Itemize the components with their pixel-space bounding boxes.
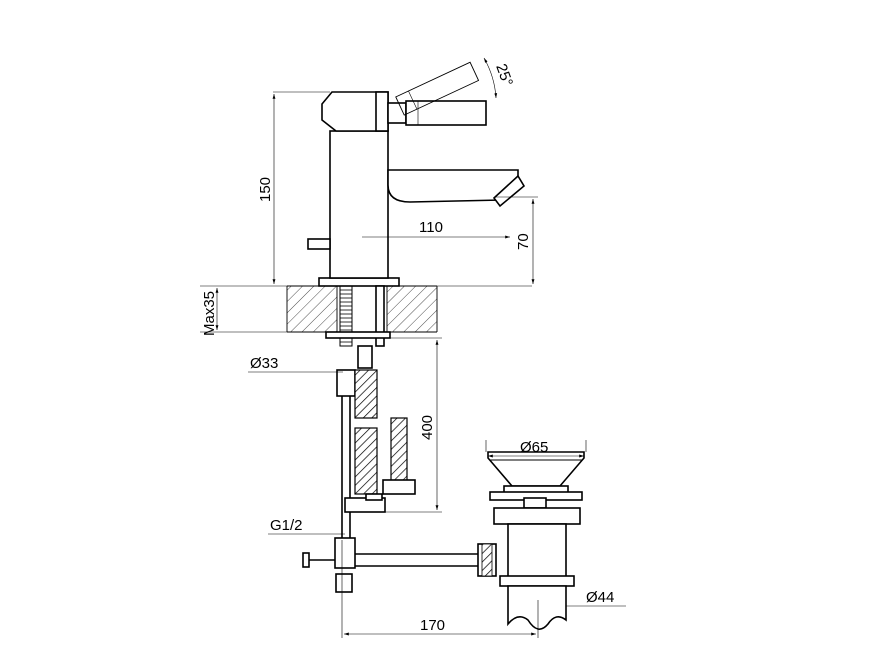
dim-70-label: 70 — [515, 233, 532, 250]
dimension-lines — [200, 57, 626, 638]
mixer-body — [307, 61, 526, 287]
dim-150-label: 150 — [257, 177, 274, 202]
hoses-and-rods — [302, 285, 497, 593]
dim-25-label: 25° — [492, 62, 516, 89]
dim-d33-label: Ø33 — [250, 355, 278, 372]
dim-400-label: 400 — [419, 415, 436, 440]
dim-d65-label: Ø65 — [520, 439, 548, 456]
dim-110-label: 110 — [419, 219, 443, 236]
dim-d44-label: Ø44 — [586, 589, 614, 606]
dim-max35-label: Max35 — [201, 291, 218, 336]
dim-g12-label: G1/2 — [270, 517, 303, 534]
countertop — [286, 285, 438, 333]
dim-170-label: 170 — [420, 617, 445, 634]
popup-waste — [487, 451, 585, 630]
